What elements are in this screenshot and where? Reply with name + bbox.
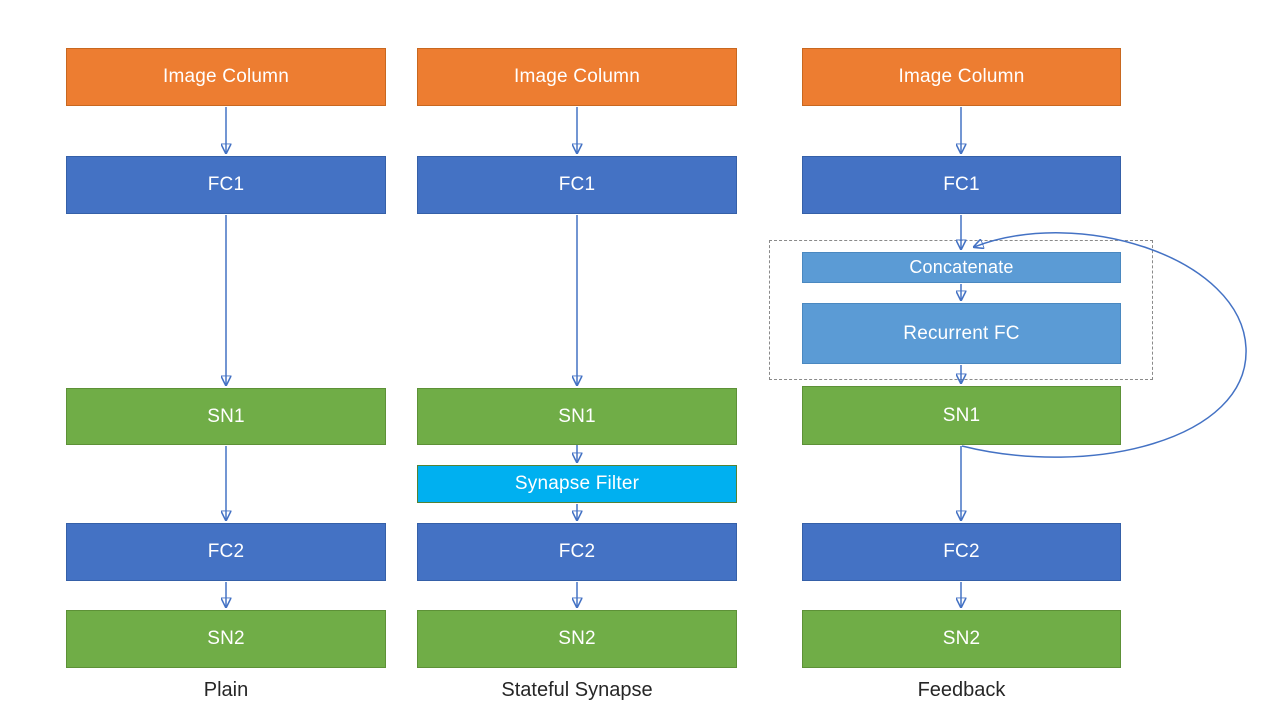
feedback-recurrent-fc-node: Recurrent FC — [802, 303, 1121, 364]
stateful-sn2-node: SN2 — [417, 610, 737, 668]
stateful-image-column-node: Image Column — [417, 48, 737, 106]
plain-sn1-node: SN1 — [66, 388, 386, 445]
stateful-synapse-filter-node: Synapse Filter — [417, 465, 737, 503]
plain-fc2-node: FC2 — [66, 523, 386, 581]
stateful-fc1-node: FC1 — [417, 156, 737, 214]
feedback-image-column-node: Image Column — [802, 48, 1121, 106]
feedback-sn1-node: SN1 — [802, 386, 1121, 445]
feedback-concatenate-node: Concatenate — [802, 252, 1121, 283]
feedback-fc2-node: FC2 — [802, 523, 1121, 581]
plain-column-label: Plain — [203, 678, 249, 701]
plain-fc1-node: FC1 — [66, 156, 386, 214]
feedback-fc1-node: FC1 — [802, 156, 1121, 214]
stateful-fc2-node: FC2 — [417, 523, 737, 581]
stateful-sn1-node: SN1 — [417, 388, 737, 445]
feedback-column-label: Feedback — [917, 678, 1006, 701]
feedback-sn2-node: SN2 — [802, 610, 1121, 668]
plain-sn2-node: SN2 — [66, 610, 386, 668]
plain-image-column-node: Image Column — [66, 48, 386, 106]
stateful-synapse-column-label: Stateful Synapse — [501, 678, 653, 701]
